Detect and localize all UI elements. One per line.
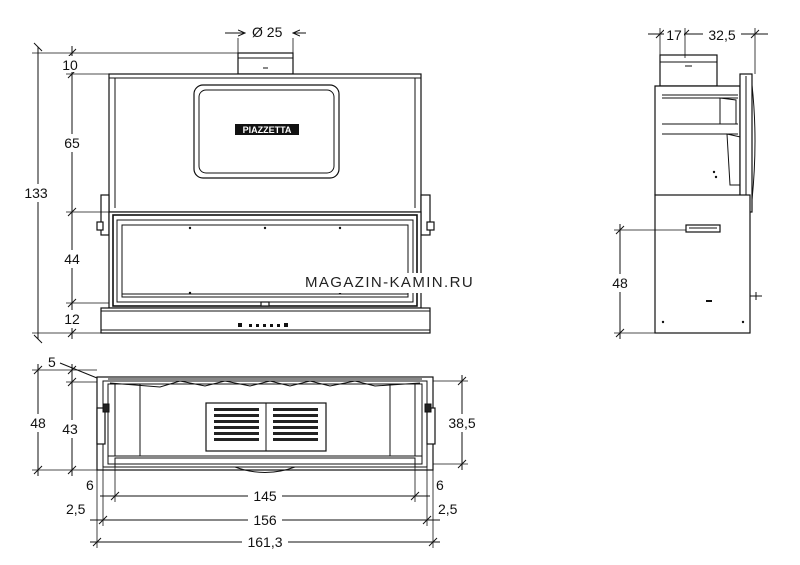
dim-body-width: 156 [253, 512, 277, 528]
grille-slots [214, 408, 318, 441]
dim-base: 12 [64, 311, 80, 327]
dim-upper: 65 [64, 135, 80, 151]
dim-frame: 5 [48, 354, 56, 370]
dim-total-depth: 48 [30, 415, 46, 431]
dim-flue-diameter: Ø 25 [252, 24, 283, 40]
dim-top: 10 [62, 57, 78, 73]
dim-total-height: 133 [24, 185, 48, 201]
dim-flue-depth: 32,5 [708, 27, 735, 43]
side-base [654, 194, 751, 334]
brand-logo-text: PIAZZETTA [243, 125, 292, 135]
dim-total-width: 161,3 [247, 534, 282, 550]
dim-side-right: 6 [436, 477, 444, 493]
dim-edge-right: 2,5 [438, 501, 458, 517]
watermark-text: MAGAZIN-KAMIN.RU [303, 273, 477, 293]
dim-edge-left: 2,5 [66, 501, 86, 517]
dim-side-left: 6 [86, 477, 94, 493]
flue-collar [237, 52, 294, 75]
dim-glass: 44 [64, 251, 80, 267]
side-flue-collar [659, 54, 718, 87]
dim-flue-offset: 17 [666, 27, 682, 43]
top-view: 48 43 5 38,5 145 6 6 [24, 354, 481, 550]
control-buttons [238, 323, 288, 327]
dim-inner-depth: 38,5 [448, 415, 475, 431]
glass-door [121, 224, 409, 298]
front-view: PIAZZETTA [22, 24, 435, 344]
brand-logo: PIAZZETTA [235, 124, 299, 135]
dim-lower-height: 48 [612, 275, 628, 291]
base-plinth [100, 307, 431, 334]
side-view: 17 32,5 48 [606, 26, 768, 339]
dim-inner-width: 145 [253, 488, 277, 504]
dim-body-depth: 43 [62, 421, 78, 437]
